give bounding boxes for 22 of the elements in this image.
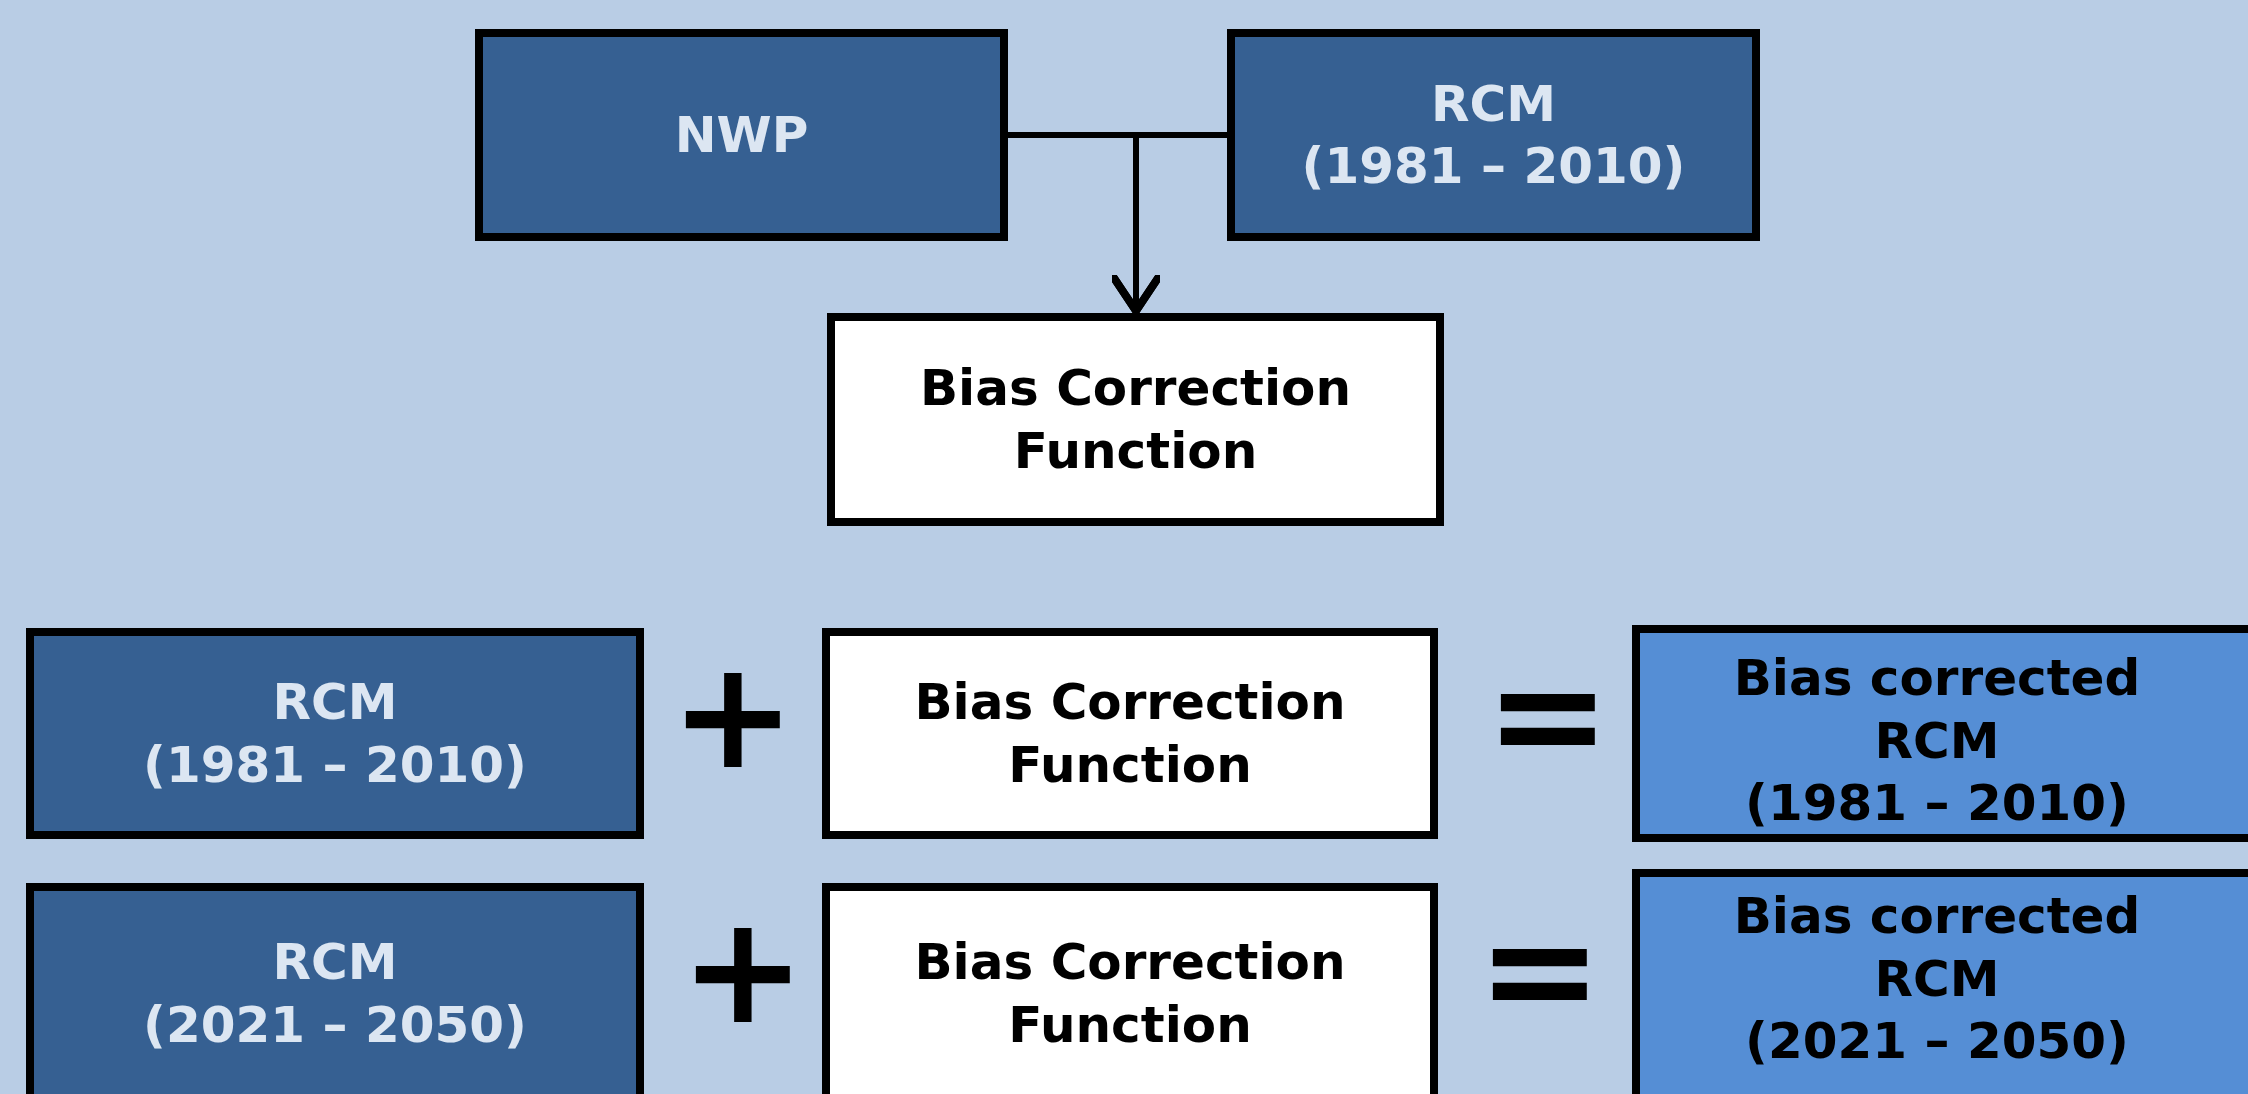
box-label: Bias Correction Function	[914, 932, 1346, 1056]
box-label: Bias Correction Function	[914, 672, 1346, 796]
box-label: RCM (1981 – 2010)	[1301, 73, 1686, 197]
function-box	[827, 313, 1444, 526]
operator-sign: +	[680, 895, 806, 1045]
operator-sign: +	[670, 640, 796, 790]
function-box	[822, 628, 1438, 839]
box-label: RCM (2021 – 2050)	[143, 932, 527, 1056]
box-label: NWP	[674, 104, 809, 166]
box-label: Bias corrected RCM (1981 – 2010)	[1733, 648, 2141, 834]
model-box	[26, 883, 644, 1094]
result-box	[1632, 625, 2248, 842]
result-box	[1632, 869, 2248, 1094]
operator-sign: =	[1485, 640, 1611, 790]
model-box	[1227, 29, 1760, 241]
box-label: Bias Correction Function	[919, 358, 1352, 482]
box-label: Bias corrected RCM (2021 – 2050)	[1733, 886, 2141, 1072]
box-label: RCM (1981 – 2010)	[143, 672, 527, 796]
model-box	[475, 29, 1008, 241]
function-box	[822, 883, 1438, 1094]
model-box	[26, 628, 644, 839]
operator-sign: =	[1477, 895, 1603, 1045]
